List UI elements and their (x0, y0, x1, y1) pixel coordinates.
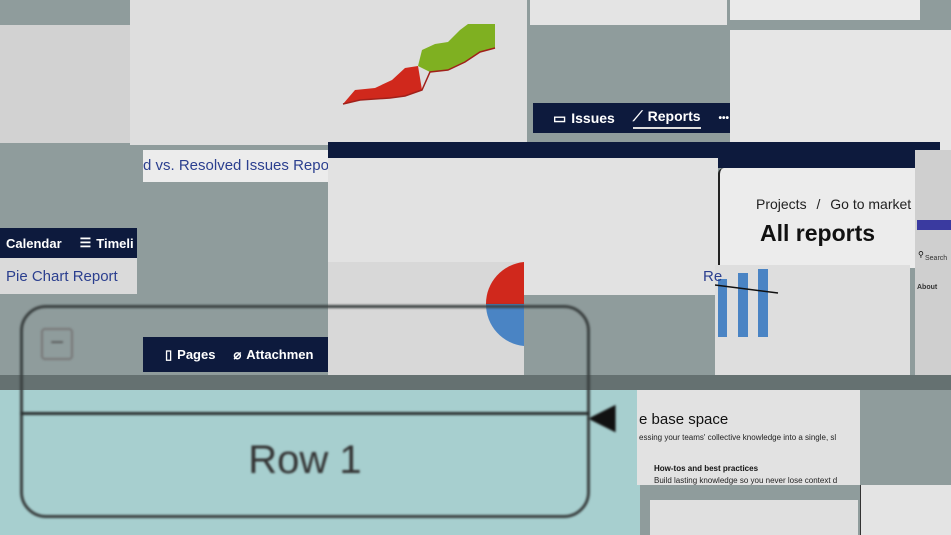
collapse-button[interactable]: − (41, 328, 73, 360)
card-thumbnail (0, 25, 130, 143)
breadcrumb: Projects / Go to market (756, 196, 911, 212)
bar (718, 279, 727, 337)
area-series-green (418, 24, 495, 72)
created-vs-resolved-chart[interactable] (130, 0, 527, 145)
report-link[interactable]: Re (703, 268, 723, 285)
tab-reports[interactable]: ⟋Reports (632, 107, 701, 129)
tab-label: Attachmen (246, 347, 314, 362)
mini-nav-bar (917, 220, 951, 230)
row-divider (20, 412, 590, 415)
more-button[interactable]: ••• (718, 112, 730, 124)
card (650, 500, 858, 535)
row-box[interactable]: − Row 1 (20, 305, 590, 518)
kb-section-text: Build lasting knowledge so you never los… (654, 476, 838, 485)
tab-pages[interactable]: ▯ Pages (165, 347, 215, 363)
all-reports-header: Projects / Go to market All reports (718, 168, 915, 268)
pie-chart (485, 262, 524, 346)
breadcrumb-projects[interactable]: Projects (756, 196, 807, 212)
tab-label: Reports (647, 108, 701, 124)
card (530, 0, 727, 25)
card (860, 485, 951, 535)
tab-attachments[interactable]: ⌀ Attachmen (233, 347, 313, 363)
series-line (342, 47, 496, 105)
pie-chart-card[interactable] (328, 262, 524, 375)
pie-slice-red (485, 262, 524, 304)
reports-icon: ⟋ (632, 107, 643, 124)
row-label: Row 1 (248, 438, 362, 482)
timeline-icon: ☰ (79, 235, 92, 250)
breadcrumb-separator: / (816, 196, 821, 212)
pie-chart-report-link[interactable]: Pie Chart Report (0, 258, 137, 294)
report-link-created-vs-resolved[interactable]: d vs. Resolved Issues Repor (143, 150, 333, 182)
area-series-red (343, 66, 422, 104)
bar (758, 269, 768, 337)
confluence-nav: ▯ Pages ⌀ Attachmen (143, 337, 328, 372)
breadcrumb-go-to-market[interactable]: Go to market (830, 196, 912, 212)
kb-title: e base space (639, 411, 729, 428)
knowledge-base-card: e base space essing your teams' collecti… (637, 390, 860, 485)
page-title: All reports (760, 220, 876, 246)
tab-label: Timeli (96, 235, 134, 251)
mini-search[interactable]: Search (925, 255, 948, 262)
kb-section-title: How-tos and best practices (654, 464, 759, 473)
project-nav: ▭Issues ⟋Reports ••• (533, 103, 730, 133)
paperclip-icon: ⌀ (233, 346, 242, 362)
bar-chart-card[interactable] (714, 265, 910, 375)
bar-chart (714, 269, 779, 337)
tab-timeline[interactable]: ☰ Timeli (80, 235, 134, 251)
page-icon: ▯ (165, 346, 173, 362)
link-text: Pie Chart Report (6, 268, 118, 285)
tab-label: Pages (177, 347, 216, 362)
issues-icon: ▭ (553, 109, 567, 126)
pie-slice-blue (485, 304, 524, 346)
trend-line (714, 284, 779, 294)
space-nav: Calendar ☰ Timeli (0, 228, 137, 258)
card (730, 30, 951, 150)
bar (738, 273, 748, 337)
arrow-left-icon: ◀ (588, 395, 616, 436)
divider (0, 375, 951, 390)
report-title: d vs. Resolved Issues Repor (143, 157, 333, 174)
tab-label: Issues (571, 110, 615, 126)
kb-subtitle: essing your teams' collective knowledge … (639, 433, 837, 442)
side-mini-panel: Search ⚲ About (915, 150, 951, 375)
tab-calendar[interactable]: Calendar (6, 235, 62, 251)
mini-about[interactable]: About (917, 284, 938, 291)
area-chart (342, 24, 496, 105)
search-icon: ⚲ (918, 250, 924, 259)
card (730, 0, 920, 20)
tab-issues[interactable]: ▭Issues (553, 110, 615, 127)
